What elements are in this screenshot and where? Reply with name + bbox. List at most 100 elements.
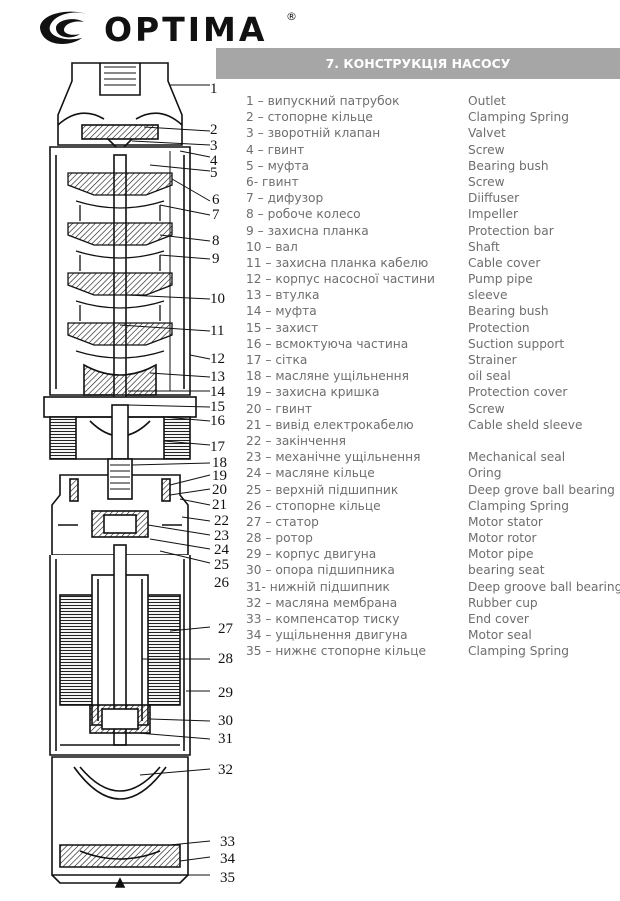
callout-6: 6	[212, 192, 220, 208]
callout-31: 31	[218, 731, 233, 747]
part-name-en: Bearing bush	[468, 304, 549, 319]
callout-16: 16	[210, 413, 225, 429]
callout-33: 33	[220, 834, 235, 850]
part-name-uk: 17 – сітка	[246, 353, 308, 367]
part-name-en: Shaft	[468, 239, 500, 254]
part-name-en: Motor stator	[468, 514, 543, 529]
part-name-en: Cable cover	[468, 255, 541, 270]
part-name-uk: 31- нижній підшипник	[246, 579, 390, 594]
part-name-uk: 6- гвинт	[246, 174, 299, 189]
callout-12: 12	[210, 351, 225, 367]
callout-3: 3	[210, 138, 218, 154]
callout-34: 34	[220, 851, 235, 867]
part-name-en: Motor pipe	[468, 547, 534, 562]
part-name-uk: 5 – муфта	[246, 158, 309, 173]
part-name-uk: 23 – механічне ущільнення	[246, 450, 421, 465]
part-name-uk: 21 – вивід електрокабелю	[246, 417, 414, 432]
part-name-uk: 9 – захисна планка	[246, 223, 369, 238]
part-row: 22 – закінчення	[246, 433, 620, 449]
part-name-en: Cable sheld sleeve	[468, 417, 583, 432]
part-name-uk: 8 – робоче колесо	[246, 207, 361, 222]
swirl-logo-icon	[40, 11, 86, 44]
pump-cross-section-diagram	[20, 55, 245, 897]
callout-15: 15	[210, 399, 225, 415]
part-name-uk: 19 – захисна кришка	[246, 385, 380, 400]
callout-35: 35	[220, 870, 235, 886]
part-row: 9 – захисна планка Protection bar	[246, 223, 620, 239]
part-name-uk: 22 – закінчення	[246, 433, 346, 448]
part-row: 10 – вал Shaft	[246, 239, 620, 255]
callout-11: 11	[210, 323, 225, 339]
part-name-uk: 27 – статор	[246, 514, 319, 529]
part-name-uk: 10 – вал	[246, 239, 298, 254]
callout-20: 20	[212, 482, 227, 498]
callout-2: 2	[210, 122, 218, 138]
part-name-uk: 2 – стопорне кільце	[246, 110, 373, 125]
part-name-en: End cover	[468, 612, 529, 626]
callout-22: 22	[214, 513, 229, 529]
part-name-en: oil seal	[468, 369, 511, 384]
pump-drawing	[43, 62, 211, 888]
callout-18: 18	[212, 455, 227, 471]
part-name-en: Strainer	[468, 353, 517, 367]
callout-25: 25	[214, 557, 229, 573]
part-name-uk: 3 – зворотній клапан	[246, 126, 381, 141]
registered-mark: ®	[286, 10, 297, 23]
part-name-en: bearing seat	[468, 563, 545, 578]
part-name-uk: 11 – захисна планка кабелю	[246, 255, 429, 270]
part-row: 11 – захисна планка кабелю Cable cover	[246, 255, 620, 271]
part-name-en: Screw	[468, 142, 505, 157]
part-row: 17 – сітка Strainer	[246, 352, 620, 368]
callout-21: 21	[212, 497, 227, 513]
callout-28: 28	[218, 651, 233, 667]
part-name-uk: 34 – ущільнення двигуна	[246, 628, 408, 643]
callout-24: 24	[214, 542, 229, 558]
callout-4: 4	[210, 153, 218, 169]
callout-32: 32	[218, 762, 233, 778]
part-row: 7 – дифузор Diiffuser	[246, 190, 620, 206]
part-name-uk: 18 – масляне ущільнення	[246, 369, 409, 384]
part-name-en: Diiffuser	[468, 191, 520, 206]
part-name-uk: 14 – муфта	[246, 304, 317, 319]
part-name-en: Protection cover	[468, 385, 568, 400]
part-name-en: Motor seal	[468, 628, 532, 643]
part-name-uk: 32 – масляна мембрана	[246, 595, 398, 610]
part-name-uk: 7 – дифузор	[246, 191, 324, 206]
callout-30: 30	[218, 713, 233, 729]
part-name-uk: 20 – гвинт	[246, 401, 312, 416]
part-name-uk: 26 – стопорне кільце	[246, 498, 381, 513]
part-row: 2 – стопорне кільце Clamping Spring	[246, 109, 620, 125]
part-name-en: Suction support	[468, 336, 565, 351]
part-name-uk: 12 – корпус насосної частини	[246, 272, 435, 287]
callout-7: 7	[212, 207, 220, 223]
part-name-en: Protection	[468, 320, 530, 335]
part-name-en: Protection bar	[468, 223, 554, 238]
part-name-uk: 15 – захист	[246, 320, 319, 335]
part-row: 34 – ущільнення двигуна Motor seal	[246, 627, 620, 643]
section-title: 7. КОНСТРУКЦІЯ НАСОСУ	[216, 48, 620, 79]
part-row: 15 – захист Protection	[246, 320, 620, 336]
callout-1: 1	[210, 81, 218, 97]
callout-19: 19	[212, 468, 227, 484]
part-name-en: Clamping Spring	[468, 498, 570, 513]
part-name-en: Clamping Spring	[468, 110, 570, 125]
optima-logo: OPTIMA ®	[34, 6, 297, 52]
part-name-en: Oring	[468, 466, 502, 481]
part-row: 26 – стопорне кільце Clamping Spring	[246, 498, 620, 514]
callout-17: 17	[210, 439, 225, 455]
